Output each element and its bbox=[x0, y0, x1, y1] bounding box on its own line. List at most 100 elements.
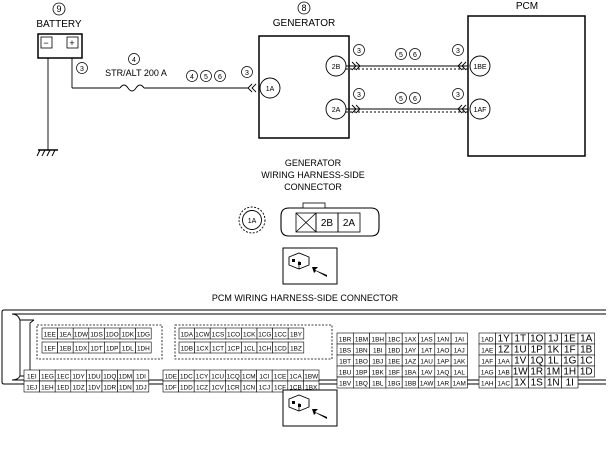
fuse-num: 4 bbox=[132, 57, 136, 64]
generator-num-circle bbox=[297, 1, 311, 15]
pcm-pin-label: 1CG bbox=[258, 332, 271, 339]
pcm-pin-label: 1DF bbox=[165, 385, 177, 392]
gen-connector-title-2: WIRING HARNESS-SIDE bbox=[261, 170, 365, 180]
svg-text:2B: 2B bbox=[332, 64, 341, 71]
pcm-pin-label: 1DV bbox=[88, 385, 101, 392]
pcm-pin-label: 1BN bbox=[355, 348, 368, 355]
pcm-connector-title: PCM WIRING HARNESS-SIDE CONNECTOR bbox=[212, 293, 399, 303]
pcm-pin-label: 1M bbox=[546, 367, 560, 378]
pcm-pin-label: 1AE bbox=[481, 348, 493, 355]
pcm-pin-label: 1V bbox=[514, 356, 527, 367]
pcm-pin-label: 1K bbox=[547, 345, 560, 356]
pcm-pin-label: 1CV bbox=[211, 385, 224, 392]
pcm-pin-label: 1CN bbox=[242, 385, 255, 392]
pcm-pin-label: 1BQ bbox=[355, 381, 368, 388]
gen-connector-1a bbox=[242, 210, 262, 230]
pcm-pin-cell bbox=[577, 365, 595, 378]
pcm-pin-cell bbox=[132, 380, 150, 393]
svg-text:5: 5 bbox=[399, 52, 403, 59]
pcm-pin-label: 1BJ bbox=[372, 359, 383, 366]
pcm-pin-label: 1CT bbox=[212, 346, 224, 353]
pcm-pin-label: 1T bbox=[514, 334, 526, 345]
pcm-pin-label: 1BB bbox=[404, 381, 416, 388]
pcm-pin-label: 1EI bbox=[27, 374, 37, 381]
battery-box bbox=[37, 33, 83, 59]
pcm-pin-label: 1CK bbox=[243, 332, 256, 339]
pcm-pin-label: 1DH bbox=[137, 346, 150, 353]
pcm-pin-cell bbox=[135, 327, 152, 340]
pcm-pin-label: 1C bbox=[580, 356, 593, 367]
svg-text:5: 5 bbox=[399, 96, 403, 103]
pcm-pin-label: 1AU bbox=[420, 359, 433, 366]
fuse-label: STR/ALT 200 A bbox=[105, 68, 167, 78]
pcm-pin-label: 1CD bbox=[274, 346, 287, 353]
pcm-pin-cell bbox=[287, 327, 305, 340]
pcm-pin-label: 1BZ bbox=[290, 346, 302, 353]
pcm-pin-label: 1CO bbox=[227, 332, 240, 339]
generator-num: 8 bbox=[301, 3, 306, 13]
pcm-pin-label: 1AA bbox=[498, 359, 511, 366]
connector-view-icon-bottom bbox=[282, 389, 338, 427]
pcm-pin-label: 1EG bbox=[41, 374, 54, 381]
pcm-pin-label: 1CU bbox=[211, 374, 224, 381]
svg-text:1AF: 1AF bbox=[474, 107, 487, 114]
pcm-pin-label: 1DC bbox=[180, 374, 193, 381]
pcm-pin-label: 1O bbox=[530, 334, 544, 345]
gen-connector-1a-outer bbox=[238, 206, 266, 234]
pcm-pin-label: 1AP bbox=[437, 359, 449, 366]
pcm-pin-label: 1DN bbox=[119, 385, 132, 392]
pcm-pin-label: 1AH bbox=[481, 381, 494, 388]
pcm-pin-label: 1BK bbox=[372, 370, 385, 377]
pcm-pin-label: 1S bbox=[531, 378, 544, 389]
pcm-pin-label: 1CM bbox=[242, 374, 256, 381]
pcm-pin-label: 1Z bbox=[498, 345, 510, 356]
pcm-pin-label: 1BM bbox=[355, 337, 368, 344]
battery-minus-sign: − bbox=[43, 38, 48, 48]
pcm-label: PCM bbox=[516, 1, 538, 12]
pcm-pin-label: 1B bbox=[580, 345, 593, 356]
pcm-pin-label: 1DE bbox=[165, 374, 177, 381]
battery-num-circle bbox=[52, 2, 66, 16]
svg-text:4: 4 bbox=[190, 74, 194, 81]
pcm-pin-label: 1DM bbox=[119, 374, 133, 381]
pcm-pin-label: 1EE bbox=[44, 332, 56, 339]
svg-text:2A: 2A bbox=[332, 107, 341, 114]
pcm-pin-label: 1CH bbox=[258, 346, 271, 353]
svg-text:1BE: 1BE bbox=[473, 64, 487, 71]
pcm-pin-label: 1CY bbox=[196, 374, 209, 381]
svg-text:6: 6 bbox=[413, 52, 417, 59]
pcm-pin-1be bbox=[469, 55, 491, 77]
pcm-pin-label: 1AR bbox=[437, 381, 450, 388]
pcm-pin-label: 1DL bbox=[122, 346, 134, 353]
pcm-pin-label: 1Q bbox=[530, 356, 544, 367]
svg-text:3: 3 bbox=[357, 48, 361, 55]
pcm-pin-label: 1DR bbox=[103, 385, 116, 392]
pcm-pin-label: 1A bbox=[580, 334, 593, 345]
pcm-pin-label: 1CJ bbox=[259, 385, 270, 392]
svg-text:3: 3 bbox=[245, 70, 249, 77]
pcm-pin-label: 1G bbox=[563, 356, 577, 367]
pcm-pin-label: 1CC bbox=[274, 332, 287, 339]
pcm-pin-label: 1W bbox=[513, 367, 529, 378]
gen-connector-pin-2a: 2A bbox=[343, 218, 356, 229]
connector-view-icon bbox=[282, 247, 338, 285]
pcm-pin-label: 1P bbox=[531, 345, 544, 356]
pcm-pin-label: 1AN bbox=[437, 337, 450, 344]
pcm-pin-label: 1DD bbox=[180, 385, 193, 392]
pcm-pin-label: 1BE bbox=[388, 359, 400, 366]
pcm-pin-label: 1CQ bbox=[227, 374, 240, 381]
pcm-pin-label: 1BW bbox=[304, 374, 319, 381]
pcm-pin-label: 1F bbox=[564, 345, 576, 356]
pcm-pin-cell bbox=[561, 376, 579, 389]
pcm-pin-label: 1DJ bbox=[135, 385, 146, 392]
pcm-pin-label: 1AZ bbox=[404, 359, 416, 366]
svg-text:3: 3 bbox=[357, 92, 361, 99]
pcm-pin-label: 1BT bbox=[339, 359, 351, 366]
svg-text:6: 6 bbox=[218, 74, 222, 81]
pcm-pin-label: 1CB bbox=[289, 385, 301, 392]
pcm-pin-label: 1DK bbox=[122, 332, 135, 339]
pcm-pin-label: 1AQ bbox=[437, 370, 450, 377]
svg-text:1A: 1A bbox=[266, 86, 275, 93]
